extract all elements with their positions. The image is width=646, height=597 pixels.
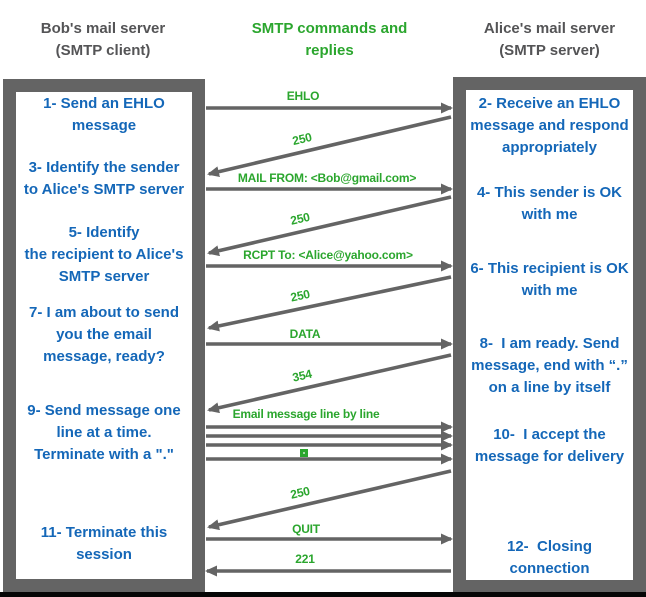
arrow-label: EHLO: [287, 89, 320, 103]
server-step-line: 2- Receive an EHLO: [478, 95, 621, 112]
client-step-2: 3- Identify the sender to Alice's SMTP se…: [16, 157, 192, 201]
smtp-message-9: Email message line by line: [206, 407, 453, 465]
arrow-label: RCPT To: <Alice@yahoo.com>: [243, 248, 413, 262]
server-step-line: 4- This sender is OK: [476, 184, 623, 201]
client-step-line: message, ready?: [43, 348, 165, 365]
client-header-line1: Bob's mail server: [40, 20, 166, 37]
client-step-line: to Alice's SMTP server: [23, 181, 185, 198]
client-step-line: message: [71, 117, 137, 134]
smtp-message-7: DATA: [206, 327, 453, 350]
server-step-line: message and respond: [470, 117, 629, 134]
server-step-line: message for delivery: [474, 448, 625, 465]
arrow-label: MAIL FROM: <Bob@gmail.com>: [238, 171, 416, 185]
client-step-line: 3- Identify the sender: [28, 159, 180, 176]
smtp-message-12: 221: [205, 552, 451, 577]
client-step-line: the recipient to Alice's: [24, 246, 184, 263]
server-step-line: on a line by itself: [488, 379, 611, 396]
arrow-line: [207, 469, 452, 531]
arrow-label: 250: [289, 484, 312, 502]
client-header-line2: (SMTP client): [55, 42, 151, 59]
server-step-line: 10- I accept the: [493, 426, 606, 443]
client-column-header: Bob's mail server (SMTP client): [0, 18, 206, 62]
arrow-label: 250: [289, 210, 312, 228]
server-step-4: 8- I am ready. Send message, end with “.”…: [466, 333, 633, 399]
smtp-message-3: MAIL FROM: <Bob@gmail.com>: [206, 171, 453, 195]
arrow-label: Email message line by line: [233, 407, 380, 421]
server-step-line: 8- I am ready. Send: [479, 335, 620, 352]
client-step-1: 1- Send an EHLO message: [16, 93, 192, 137]
client-step-line: SMTP server: [58, 268, 150, 285]
smtp-message-10: 250: [207, 469, 452, 531]
server-column-header: Alice's mail server (SMTP server): [453, 18, 646, 62]
arrow-label: QUIT: [292, 522, 321, 536]
server-step-6: 12- Closing connection: [466, 536, 633, 580]
arrow-line: [207, 275, 452, 332]
arrow-label: 354: [291, 367, 314, 385]
server-header-line1: Alice's mail server: [483, 20, 616, 37]
smtp-message-11: QUIT: [206, 522, 453, 545]
server-step-line: message, end with “.”: [471, 357, 628, 374]
server-step-2: 4- This sender is OK with me: [466, 182, 633, 226]
arrow-label: 250: [289, 287, 311, 305]
arrow-line: [207, 353, 452, 414]
client-step-line: session: [76, 546, 132, 563]
client-step-line: you the email: [56, 326, 152, 343]
arrow-label: 221: [295, 552, 315, 566]
server-step-3: 6- This recipient is OK with me: [466, 258, 633, 302]
server-step-line: connection: [509, 560, 590, 577]
client-step-line: 1- Send an EHLO: [43, 95, 165, 112]
server-step-1: 2- Receive an EHLO message and respond app…: [466, 93, 633, 159]
client-step-line: line at a time.: [56, 424, 152, 441]
arrow-label: 250: [291, 130, 314, 148]
client-step-line: 7- I am about to send: [28, 304, 179, 321]
client-step-line: 9- Send message one: [27, 402, 181, 419]
server-step-line: 12- Closing: [506, 538, 592, 555]
client-step-line: Terminate with a ".": [34, 446, 174, 463]
smtp-message-2: 250: [207, 115, 452, 178]
commands-header-line2: replies: [305, 42, 354, 59]
arrow-line: [207, 115, 452, 178]
arrow-label: DATA: [290, 327, 321, 341]
arrow-line: [207, 195, 452, 257]
server-header-line2: (SMTP server): [499, 42, 600, 59]
server-step-line: with me: [521, 206, 578, 223]
smtp-message-1: EHLO: [206, 89, 453, 114]
client-step-line: 11- Terminate this: [40, 524, 168, 541]
client-step-4: 7- I am about to send you the email messag…: [16, 302, 192, 368]
commands-column-header: SMTP commands and replies: [206, 18, 453, 62]
terminator-dot-center: [303, 452, 305, 454]
bottom-border-bar: [0, 592, 646, 597]
smtp-message-5: RCPT To: <Alice@yahoo.com>: [206, 248, 453, 272]
server-step-line: appropriately: [501, 139, 598, 156]
server-step-line: with me: [521, 282, 578, 299]
client-step-5: 9- Send message one line at a time. Termin…: [16, 400, 192, 466]
smtp-message-8: 354: [207, 353, 452, 414]
server-step-line: 6- This recipient is OK: [470, 260, 629, 277]
smtp-message-6: 250: [207, 275, 452, 332]
server-step-5: 10- I accept the message for delivery: [466, 424, 633, 468]
client-lifeline-box: [3, 79, 205, 592]
client-step-line: 5- Identify: [68, 224, 140, 241]
smtp-message-4: 250: [207, 195, 452, 257]
client-step-6: 11- Terminate this session: [16, 522, 192, 566]
server-lifeline-box: [453, 77, 646, 593]
commands-header-line1: SMTP commands and: [251, 20, 408, 37]
